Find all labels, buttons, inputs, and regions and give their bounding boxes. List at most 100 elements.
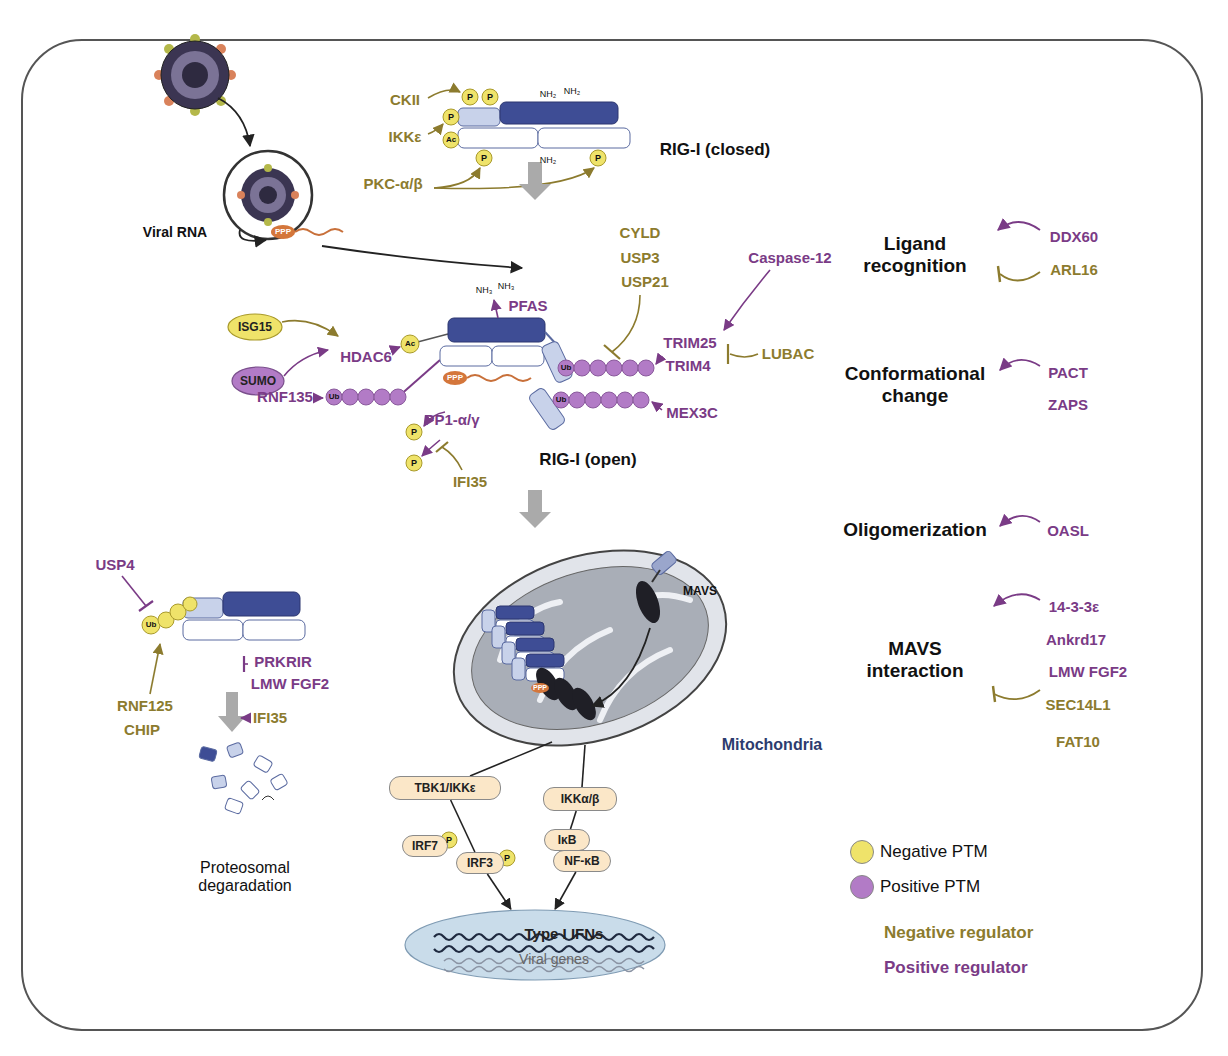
art-shape [250, 177, 286, 213]
art-shape [540, 340, 573, 384]
art-shape [218, 98, 250, 146]
art-shape [241, 717, 248, 719]
diagram-label: Proteosomal degaradation [180, 859, 310, 896]
protein-fragments [199, 742, 288, 814]
art-shape [183, 598, 223, 618]
art-shape [428, 90, 460, 98]
diagram-label: CHIP [124, 721, 160, 738]
node-outline [232, 367, 284, 395]
grey-arrows [218, 162, 551, 732]
art-shape [650, 550, 677, 576]
art-shape [638, 360, 654, 376]
node-box: TBK1/IKKε [389, 776, 501, 800]
diagram-label: PACT [1048, 364, 1088, 381]
art-shape [211, 775, 227, 789]
art-shape [531, 683, 549, 693]
art-shape [448, 318, 545, 342]
node-text: Type I IFNs [525, 925, 604, 942]
art-shape [519, 162, 551, 200]
diagram-label: LMW FGF2 [1049, 663, 1127, 680]
diagram-label: USP21 [621, 273, 669, 290]
art-shape [223, 592, 300, 616]
diagram-label: HDAC6 [340, 348, 392, 365]
entry-arrows [218, 98, 522, 268]
diagram-label: IFI35 [453, 473, 487, 490]
node-outline [444, 967, 644, 972]
art-shape [358, 389, 374, 405]
art-shape [436, 442, 448, 452]
art-shape [150, 644, 160, 694]
node-text: IKKα/β [561, 792, 600, 806]
diagram-label: PFAS [508, 297, 547, 314]
art-shape [558, 360, 574, 376]
art-shape [492, 346, 544, 366]
art-shape [730, 354, 758, 357]
art-shape [434, 168, 480, 188]
art-shape [406, 455, 422, 471]
diagram-label: P [595, 153, 601, 163]
art-shape [443, 109, 459, 125]
diagram-label: USP3 [620, 249, 659, 266]
diagram-label: NH₃ [498, 281, 515, 291]
art-shape [240, 230, 266, 241]
diagram-label: NH₂ [564, 86, 581, 96]
diagram-label: RNF125 [117, 697, 173, 714]
art-shape [590, 150, 606, 166]
diagram-label: CKII [390, 91, 420, 108]
art-shape [458, 128, 538, 148]
art-shape [243, 656, 245, 672]
art-shape [724, 270, 770, 330]
art-shape [183, 620, 243, 640]
art-shape [440, 346, 492, 366]
art-shape [470, 742, 552, 776]
art-shape [450, 538, 729, 758]
art-shape [538, 128, 630, 148]
art-shape [295, 229, 343, 235]
diagram-label: MEX3C [666, 404, 718, 421]
art-shape [482, 89, 498, 105]
diagram-label: P [448, 112, 454, 122]
node-text: IκB [558, 833, 577, 847]
mitochondrion [428, 517, 751, 779]
art-shape [243, 620, 305, 640]
node-box: ISG15 [227, 313, 283, 341]
panel-arrows [993, 222, 1040, 702]
art-shape [656, 356, 662, 364]
diagram-label: TRIM25 [663, 334, 716, 351]
diagram-label: Ub [329, 392, 340, 401]
art-shape [342, 389, 358, 405]
viral-rna [271, 225, 343, 239]
art-shape [322, 246, 522, 268]
art-shape [237, 191, 245, 199]
diagram-label: ARL16 [1050, 261, 1098, 278]
art-shape [264, 218, 272, 226]
diagram-label: RNF135 [257, 388, 313, 405]
diagram-label: PP1-α/γ [424, 411, 479, 428]
art-shape [553, 392, 569, 408]
art-shape [259, 186, 277, 204]
diagram-label: Caspase-12 [748, 249, 831, 266]
art-shape [241, 168, 295, 222]
rig-i-degraded [142, 592, 305, 640]
endosome [224, 151, 312, 239]
diagram-label: P [411, 458, 417, 468]
art-shape [994, 594, 1040, 606]
art-shape [374, 389, 390, 405]
diagram-label: Ub [561, 363, 572, 372]
art-shape [22, 40, 1202, 1030]
art-shape [585, 392, 601, 408]
art-shape [199, 746, 218, 762]
diagram-label: PPP [447, 373, 463, 382]
diagram-label: NH₂ [540, 89, 557, 99]
art-shape [271, 225, 295, 239]
art-shape [727, 344, 729, 364]
art-shape [604, 345, 620, 359]
rig-i-open [326, 318, 654, 471]
diagram-label: MAVS interaction [840, 638, 990, 682]
art-shape [606, 360, 622, 376]
art-shape [284, 350, 328, 376]
art-shape [476, 150, 492, 166]
art-shape [253, 755, 273, 773]
art-shape [994, 690, 1040, 699]
